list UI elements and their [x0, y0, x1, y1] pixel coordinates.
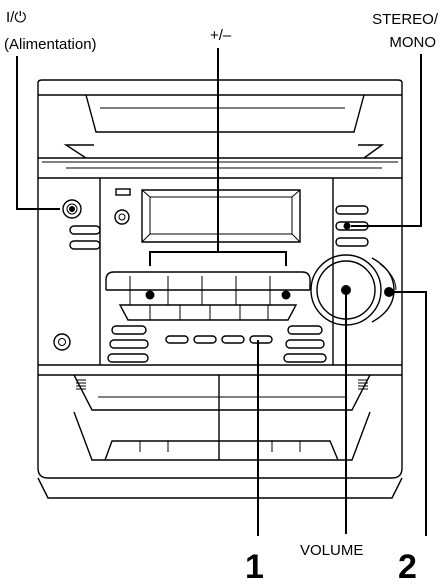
callout-1-button[interactable]	[249, 335, 273, 344]
power-symbol-label: I/⏻	[6, 9, 26, 26]
phones-jack	[53, 333, 71, 351]
plus-minus-leader	[149, 48, 287, 266]
preset-buttons	[105, 271, 311, 321]
volume-label: VOLUME	[300, 542, 363, 559]
power-leader	[16, 56, 60, 210]
mono-label: MONO	[389, 34, 436, 51]
plus-button-dot[interactable]	[281, 290, 291, 300]
right-speaker-grille	[358, 379, 368, 390]
callout-2-leader	[389, 291, 427, 536]
left-control-2[interactable]	[69, 240, 101, 250]
callout-2: 2	[398, 548, 417, 581]
top-compartment	[37, 79, 403, 179]
main-body	[37, 178, 403, 375]
left-control-1[interactable]	[69, 225, 101, 235]
leader-lines	[16, 48, 427, 536]
indicator-light	[115, 188, 131, 196]
center-small-knob[interactable]	[114, 209, 130, 225]
power-button[interactable]	[62, 199, 82, 219]
right-panel	[310, 205, 397, 326]
callout-1: 1	[245, 548, 264, 581]
minus-button-dot[interactable]	[145, 290, 155, 300]
stereo-mono-leader	[351, 54, 422, 227]
left-speaker-grille	[76, 379, 86, 390]
lower-buttons	[107, 325, 327, 363]
left-panel	[53, 199, 101, 351]
button-row-frame	[105, 271, 311, 290]
stereo-label: STEREO/	[372, 11, 439, 28]
plus-minus-label: +/–	[210, 27, 232, 44]
cassette-section	[37, 364, 403, 499]
power-name-label: (Alimentation)	[4, 36, 97, 53]
display-area	[114, 188, 301, 243]
